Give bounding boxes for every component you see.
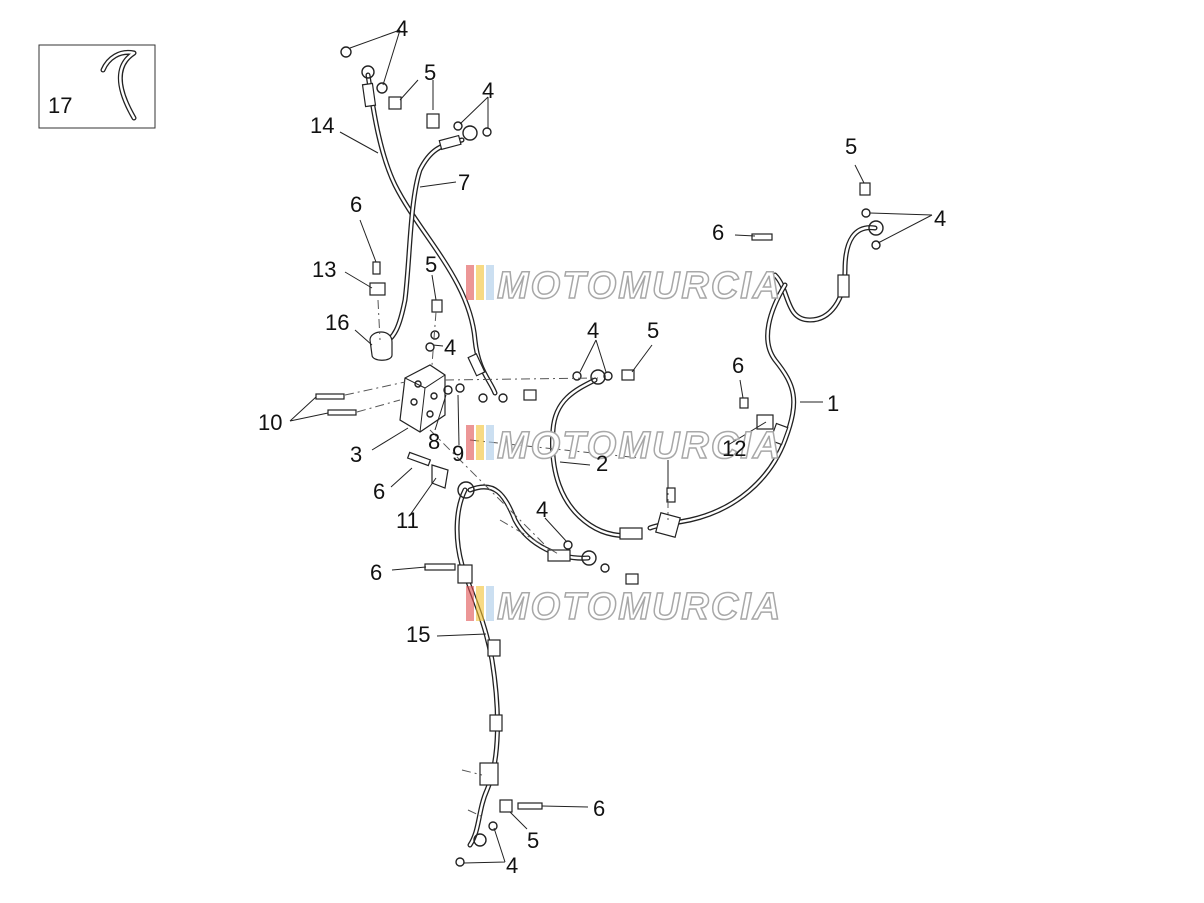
callout-6: 6 bbox=[732, 353, 744, 378]
callout-1: 1 bbox=[827, 391, 839, 416]
callout-17: 17 bbox=[48, 93, 72, 118]
callout-6: 6 bbox=[593, 796, 605, 821]
watermark-bottom: MOTOMURCIA bbox=[466, 585, 782, 629]
callout-9: 9 bbox=[452, 441, 464, 466]
watermark-middle: MOTOMURCIA bbox=[466, 424, 782, 468]
callout-4: 4 bbox=[506, 853, 518, 878]
callout-6: 6 bbox=[350, 192, 362, 217]
callout-6: 6 bbox=[370, 560, 382, 585]
callout-8: 8 bbox=[428, 429, 440, 454]
hose-14 bbox=[361, 65, 498, 396]
screws bbox=[315, 233, 774, 810]
callout-numbers: 17 4 5 4 14 7 6 13 5 16 4 10 3 8 9 6 11 … bbox=[48, 16, 946, 878]
hose-7 bbox=[377, 125, 478, 348]
callout-2: 2 bbox=[596, 451, 608, 476]
callout-4: 4 bbox=[934, 206, 946, 231]
callout-5: 5 bbox=[845, 134, 857, 159]
callout-4: 4 bbox=[587, 318, 599, 343]
callout-4: 4 bbox=[396, 16, 408, 41]
callout-6: 6 bbox=[373, 479, 385, 504]
part-17-inset bbox=[38, 44, 156, 129]
callout-12: 12 bbox=[722, 436, 746, 461]
callout-4: 4 bbox=[444, 335, 456, 360]
hose-1 bbox=[647, 220, 884, 538]
callout-4: 4 bbox=[536, 497, 548, 522]
callout-5: 5 bbox=[647, 318, 659, 343]
callout-5: 5 bbox=[424, 60, 436, 85]
clip-13 bbox=[369, 261, 386, 296]
callout-16: 16 bbox=[325, 310, 349, 335]
hose-2 bbox=[550, 369, 643, 540]
bracket-16 bbox=[369, 331, 393, 361]
callout-5: 5 bbox=[527, 828, 539, 853]
banjo-bolts-and-washers bbox=[340, 46, 881, 867]
watermark-text: MOTOMURCIA bbox=[497, 425, 782, 467]
hose-middle bbox=[467, 484, 597, 566]
callout-13: 13 bbox=[312, 257, 336, 282]
watermark-text: MOTOMURCIA bbox=[497, 265, 782, 307]
callout-6: 6 bbox=[712, 220, 724, 245]
callout-7: 7 bbox=[458, 170, 470, 195]
assembly-lines bbox=[344, 299, 669, 819]
callout-11: 11 bbox=[396, 508, 419, 533]
callout-14: 14 bbox=[310, 113, 334, 138]
callout-5: 5 bbox=[425, 252, 437, 277]
hose-15 bbox=[454, 481, 503, 848]
callout-10: 10 bbox=[258, 410, 282, 435]
callout-15: 15 bbox=[406, 622, 430, 647]
watermark-top: MOTOMURCIA bbox=[466, 264, 782, 308]
callout-4: 4 bbox=[482, 78, 494, 103]
callout-3: 3 bbox=[350, 442, 362, 467]
leader-lines bbox=[289, 29, 933, 864]
watermark-text: MOTOMURCIA bbox=[497, 586, 782, 628]
pressure-valve-3 bbox=[399, 364, 446, 433]
